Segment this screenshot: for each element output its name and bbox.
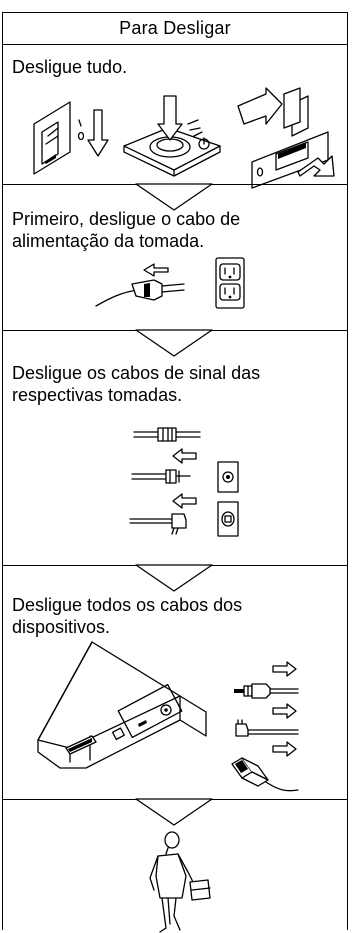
wall-outlet-icon: [215, 257, 245, 309]
down-arrow-4: [135, 798, 213, 826]
right-arrow-4c: [272, 741, 297, 757]
coax-cable-icon: [133, 427, 201, 442]
usb-cable-icon: [231, 757, 299, 792]
step-4-line-1: Desligue todos os cabos dos: [12, 595, 243, 615]
step-1-text: Desligue tudo.: [12, 56, 342, 78]
down-arrow-3: [135, 564, 213, 592]
step-1-line-1: Desligue tudo.: [12, 57, 128, 77]
antenna-cable-icon: [131, 469, 191, 484]
left-arrow-3b: [172, 493, 197, 509]
step-3-line-2: respectivas tomadas.: [12, 385, 183, 405]
right-arrow-4b: [272, 703, 297, 719]
power-button-icon: [123, 95, 221, 177]
step-4-line-2: dispositivos.: [12, 617, 111, 637]
phone-wall-jack-icon: [217, 501, 239, 537]
wall-switch-icon: [33, 101, 109, 175]
coax-wall-jack-icon: [217, 461, 239, 493]
down-arrow-2: [135, 329, 213, 357]
step-3-line-1: Desligue os cabos de sinal das: [12, 363, 261, 383]
step-4-text: Desligue todos os cabos dos dispositivos…: [12, 594, 342, 638]
outer-frame: [2, 12, 348, 930]
phone-cable-icon: [129, 513, 187, 535]
step-2-line-1: Primeiro, desligue o cabo de: [12, 209, 241, 229]
down-arrow-1: [135, 183, 213, 211]
page-title: Para Desligar: [2, 12, 348, 45]
right-arrow-4a: [272, 661, 297, 677]
phone-plug-icon: [235, 719, 299, 737]
step-2-line-2: alimentação da tomada.: [12, 231, 205, 251]
laptop-ports-icon: [37, 641, 207, 769]
step-3-text: Desligue os cabos de sinal das respectiv…: [12, 362, 342, 406]
person-walking-icon: [149, 831, 211, 933]
power-cord-icon: [95, 263, 185, 307]
rocker-switch-icon: [237, 87, 335, 189]
page-title-text: Para Desligar: [119, 18, 231, 38]
audio-cable-icon: [234, 683, 299, 699]
left-arrow-3a: [172, 448, 197, 464]
step-2-text: Primeiro, desligue o cabo de alimentação…: [12, 208, 342, 252]
